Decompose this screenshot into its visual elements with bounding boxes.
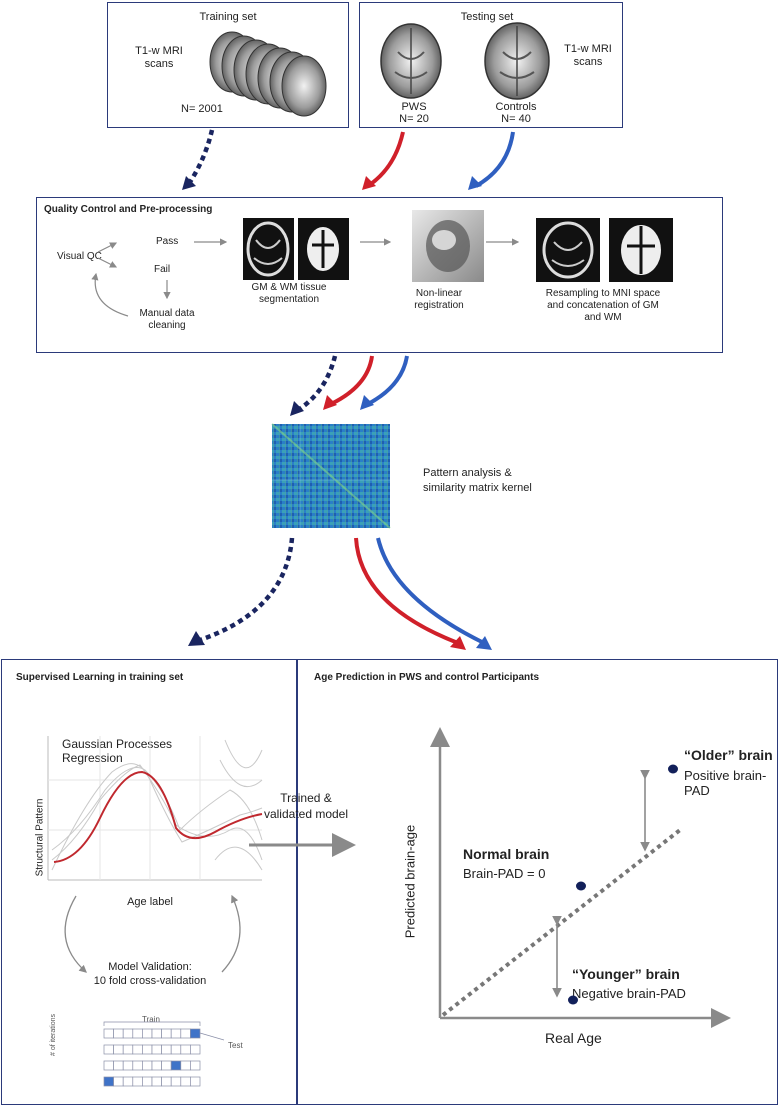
pattern-analysis-label: Pattern analysis & similarity matrix ker… <box>423 467 532 494</box>
training-brain-stack <box>209 31 327 117</box>
younger-brain-title: “Younger” brain <box>572 966 680 982</box>
qc-title: Quality Control and Pre-processing <box>44 204 213 215</box>
controls-count: N= 40 <box>501 113 531 125</box>
younger-brain-sub: Negative brain-PAD <box>572 986 686 1001</box>
controls-arrow-1 <box>475 131 515 188</box>
training-count: N= 2001 <box>181 103 223 115</box>
resampling-label: Resampling to MNI space and concatenatio… <box>545 288 661 323</box>
controls-label: Controls <box>495 101 537 113</box>
pws-arrow-1 <box>366 131 405 188</box>
train-label: Train <box>142 1015 160 1024</box>
pws-count: N= 20 <box>399 113 429 125</box>
manual-cleaning-label: Manual data cleaning <box>139 308 195 331</box>
train-arrow-3 <box>199 537 295 643</box>
resampled-wm-image <box>609 218 673 282</box>
fail-label: Fail <box>154 264 171 275</box>
identity-line <box>441 828 682 1017</box>
normal-brain-sub: Brain-PAD = 0 <box>463 866 546 881</box>
train-arrow-1 <box>186 129 215 187</box>
controls-arrow-3 <box>376 537 485 645</box>
pws-brain-image <box>380 23 442 99</box>
cycle-arrow-right <box>221 894 241 973</box>
registration-image <box>412 210 484 282</box>
pass-label: Pass <box>156 236 179 247</box>
age-label-axis: Age label <box>127 896 173 908</box>
test-label: Test <box>228 1041 243 1050</box>
gpr-label: Gaussian Processes Regression <box>62 737 173 765</box>
older-brain-sub: Positive brain-PAD <box>684 768 767 798</box>
training-scan-label: T1-w MRI scans <box>135 45 183 70</box>
cycle-arrow-left <box>64 895 87 973</box>
older-brain-title: “Older” brain <box>684 747 773 763</box>
real-age-axis-label: Real Age <box>545 1030 602 1046</box>
cross-validation-grid <box>103 1021 225 1087</box>
wm-segmentation-image <box>298 218 349 280</box>
testing-set-title: Testing set <box>460 11 514 23</box>
resampled-gm-image <box>536 218 600 282</box>
younger-brain-point <box>568 995 578 1005</box>
supervised-title: Supervised Learning in training set <box>16 672 184 683</box>
controls-arrow-2 <box>367 355 409 406</box>
pws-arrow-2 <box>330 355 374 406</box>
normal-brain-title: Normal brain <box>463 846 550 862</box>
validation-label: Model Validation: 10 fold cross-validati… <box>93 961 207 987</box>
normal-brain-point <box>576 881 586 891</box>
gpr-plot <box>47 736 263 881</box>
older-brain-point <box>668 764 678 774</box>
visual-qc-label: Visual QC <box>57 251 102 262</box>
trained-model-label: Trained & validated model <box>263 791 349 821</box>
dots-label: ... <box>154 1071 162 1081</box>
prediction-title: Age Prediction in PWS and control Partic… <box>314 672 540 683</box>
segmentation-label: GM & WM tissue segmentation <box>251 282 327 305</box>
controls-brain-image <box>484 22 550 100</box>
gm-segmentation-image <box>243 218 294 280</box>
qc-flow-arrows <box>91 238 520 317</box>
training-set-title: Training set <box>199 11 257 23</box>
pws-label: PWS <box>401 101 427 113</box>
pws-arrow-3 <box>354 537 459 645</box>
prediction-plot <box>430 727 731 1028</box>
registration-label: Non-linear registration <box>414 288 464 311</box>
qc-box: Quality Control and Pre-processing Visua… <box>36 197 723 353</box>
prediction-box: Age Prediction in PWS and control Partic… <box>297 659 778 1105</box>
testing-scan-label: T1-w MRI scans <box>564 43 612 68</box>
similarity-matrix-image <box>271 423 391 529</box>
